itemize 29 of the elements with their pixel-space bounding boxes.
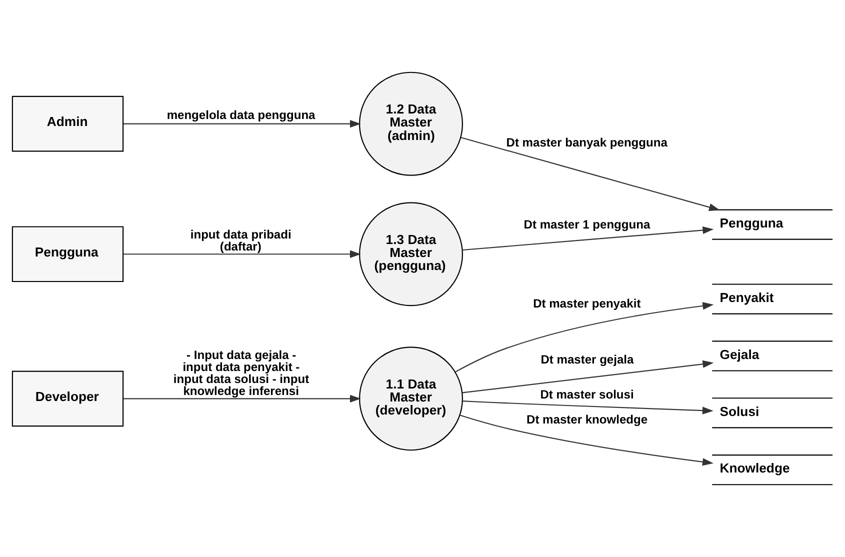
arrow [460, 137, 720, 211]
arrow [123, 120, 361, 128]
arrow [455, 302, 714, 372]
edge-label: Dt master penyakit [533, 296, 641, 311]
arrow [460, 414, 714, 466]
node-text: Pengguna [720, 215, 784, 230]
arrow [462, 226, 714, 251]
node-text: Gejala [720, 346, 760, 362]
node-text: Knowledge [720, 460, 790, 476]
arrow [462, 400, 714, 414]
arrow [462, 360, 714, 394]
edge-label: Dt master gejala [540, 352, 634, 366]
node-circle: 1.3 Data Master (pengguna) [359, 202, 464, 306]
node-box: Developer [12, 370, 124, 427]
edge-label: Dt master solusi [540, 387, 634, 402]
node-box: Admin [12, 96, 124, 152]
edge-label: Dt master 1 pengguna [524, 218, 650, 232]
edge-label: Dt master banyak pengguna [506, 136, 668, 150]
node-circle: 1.2 Data Master (admin) [359, 72, 464, 176]
edge-label: mengelola data pengguna [166, 108, 316, 122]
arrow [123, 250, 361, 258]
edge-label: Dt master knowledge [526, 412, 648, 427]
node-box: Pengguna [12, 226, 124, 282]
node-text: Solusi [720, 404, 760, 419]
arrow [123, 394, 361, 402]
edge-label: input data pribadi (daftar) [190, 228, 292, 254]
edge-label: - Input data gejala - input data penyakit - input data solusi - input knowledge inferensi [173, 348, 310, 398]
node-circle: 1.1 Data Master (developer) [359, 346, 464, 451]
node-text: Penyakit [720, 290, 774, 305]
